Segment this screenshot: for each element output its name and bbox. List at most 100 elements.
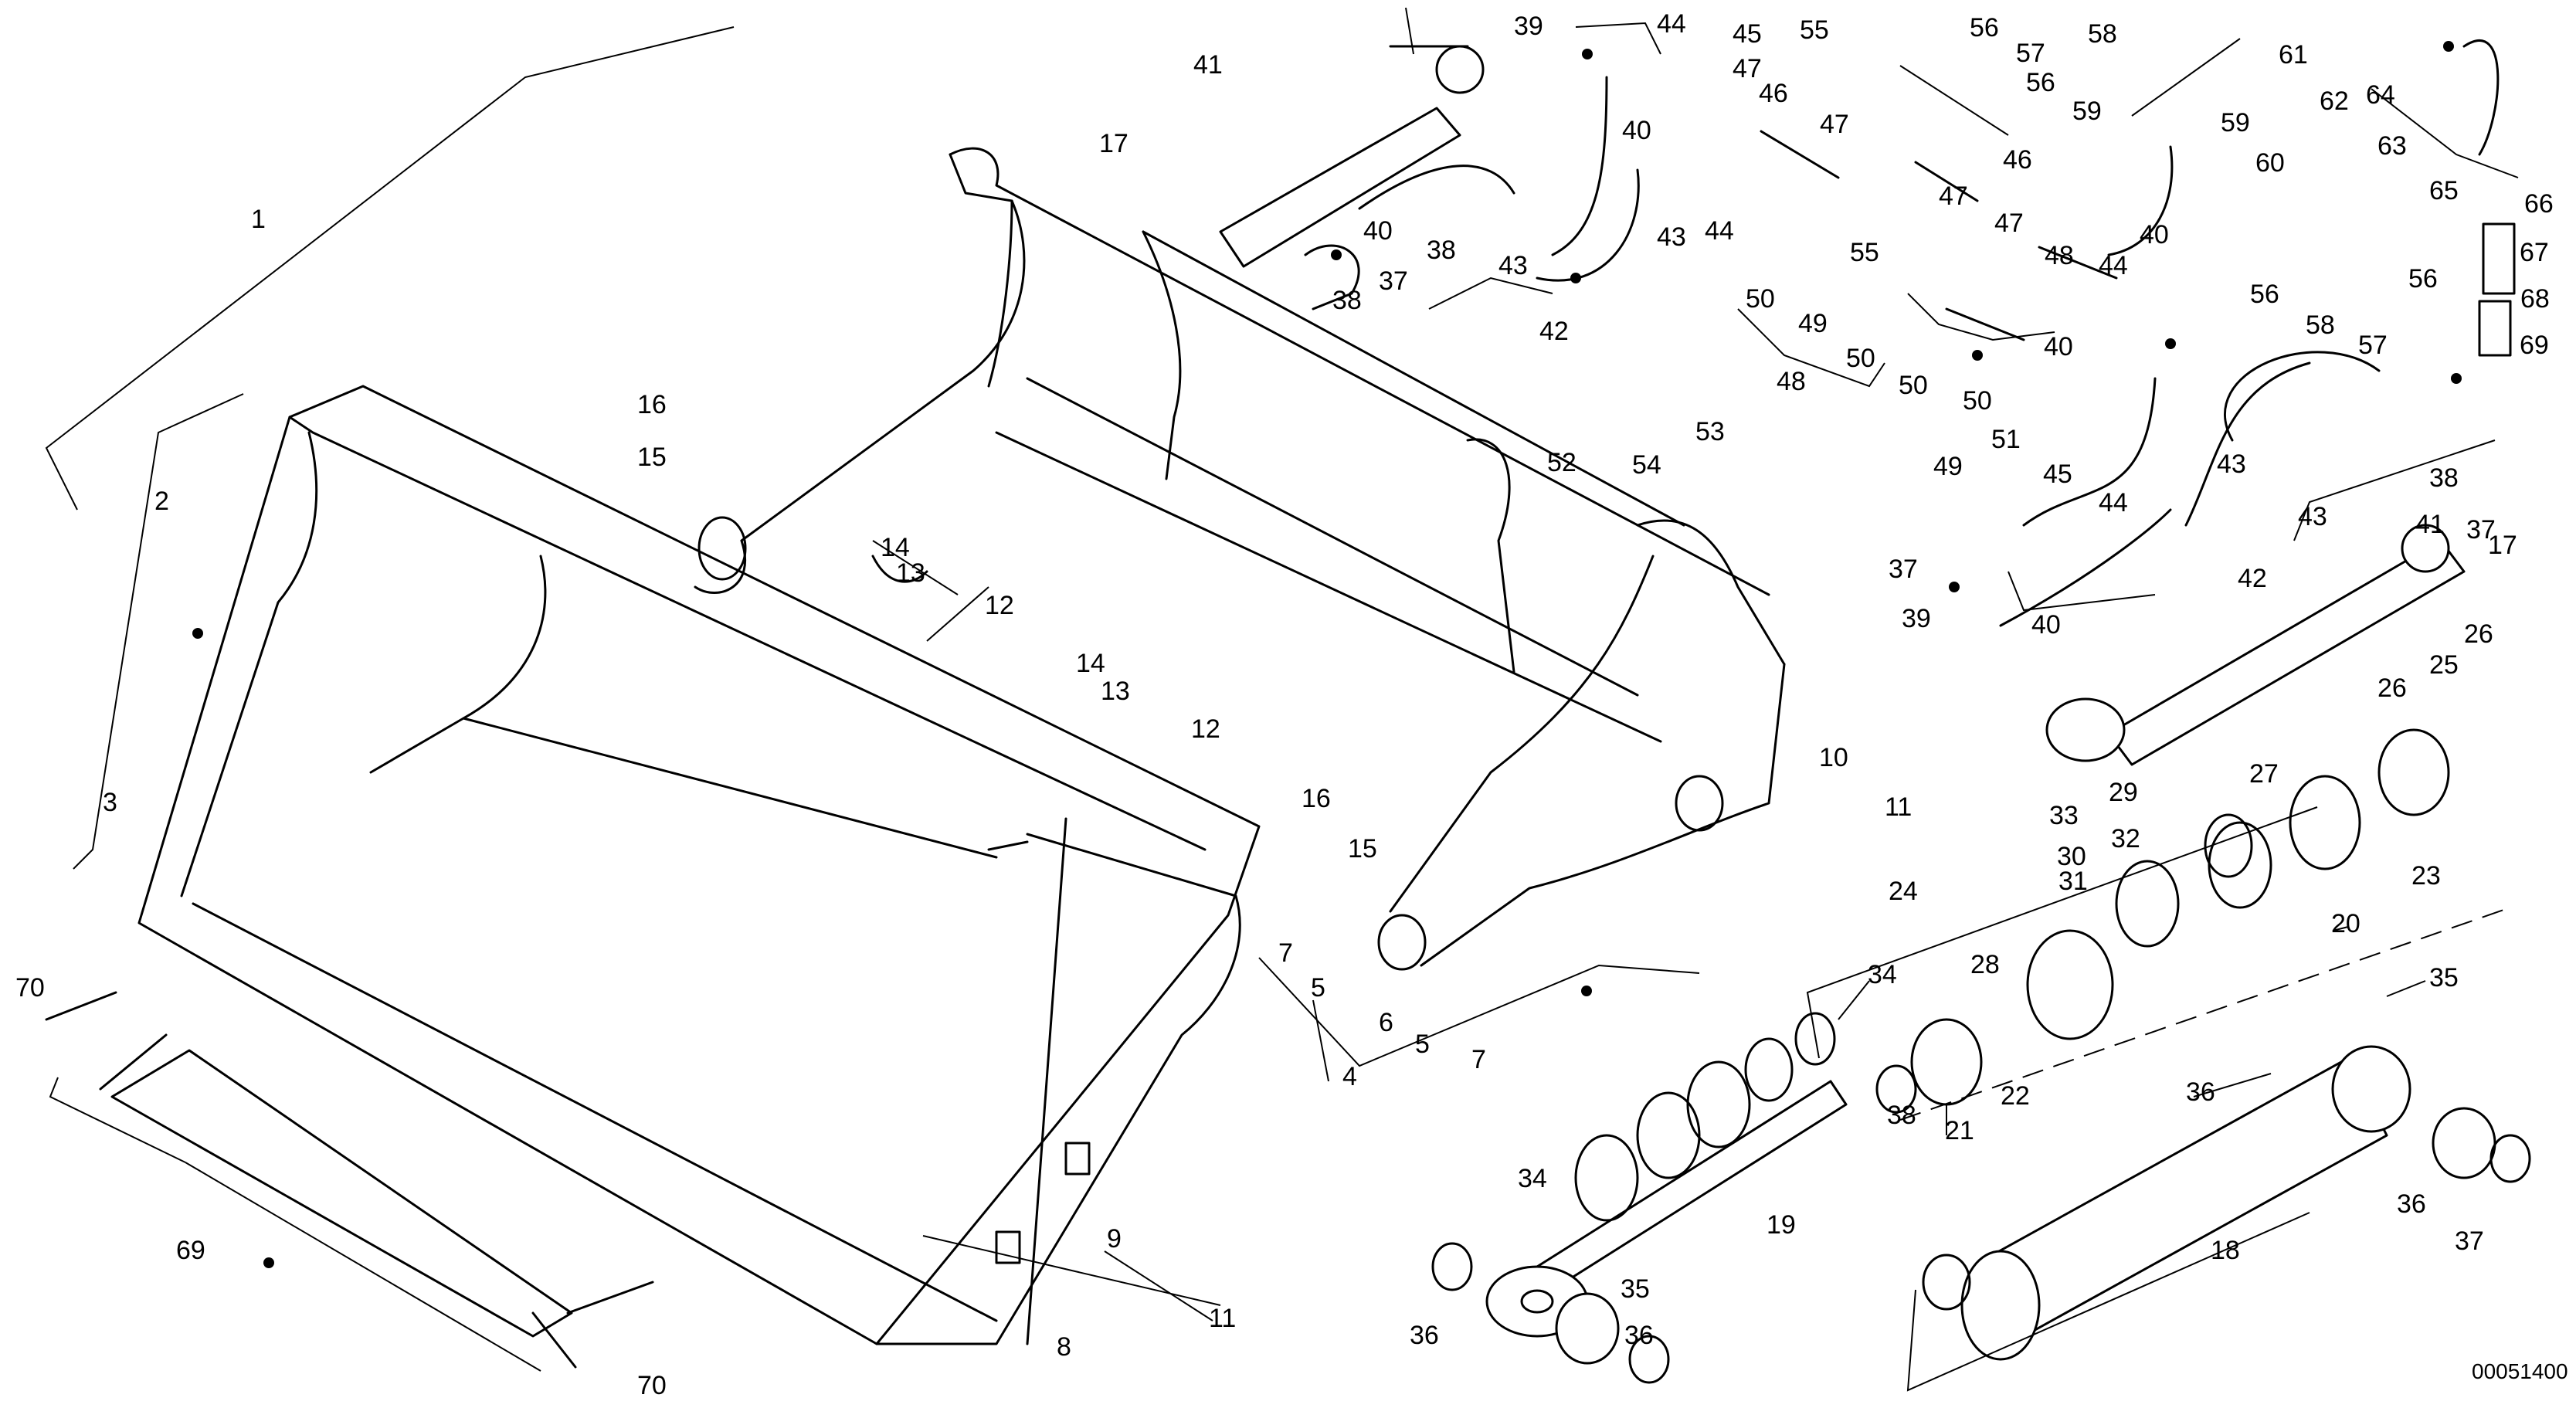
callout: 47	[1994, 209, 2024, 238]
callout: 35	[2429, 963, 2459, 992]
callout: 50	[1963, 386, 1992, 416]
callout: 38	[1332, 286, 1362, 315]
callout: 23	[2411, 861, 2441, 891]
callout: 57	[2358, 331, 2388, 360]
callout: 8	[1057, 1332, 1071, 1362]
callout: 18	[2211, 1236, 2240, 1265]
callout: 15	[637, 443, 667, 472]
callout: 61	[2279, 40, 2308, 70]
callout: 60	[2255, 148, 2285, 178]
callout: 11	[1885, 792, 1912, 822]
callout: 40	[2140, 220, 2169, 249]
callout: 69	[2520, 331, 2549, 360]
callout: 14	[1076, 649, 1105, 678]
callout: 58	[2306, 310, 2335, 340]
callout: 54	[1632, 450, 1661, 480]
callout: 22	[2001, 1081, 2030, 1111]
callout: 68	[2520, 284, 2550, 314]
callout: 56	[1970, 13, 1999, 42]
callout: 70	[15, 973, 45, 1003]
callout: 37	[1889, 555, 1918, 584]
callout: 30	[2057, 842, 2086, 871]
callout: 16	[637, 390, 667, 419]
callout: 58	[2088, 19, 2117, 49]
callout: 2	[154, 487, 169, 516]
callout: 64	[2366, 80, 2395, 110]
callout: 17	[2488, 531, 2517, 560]
callout: 13	[1101, 677, 1130, 706]
callout: 24	[1889, 877, 1918, 906]
callout: 39	[1514, 12, 1543, 41]
callout: 51	[1991, 425, 2021, 454]
callout: 32	[2111, 824, 2140, 853]
callout: 46	[2003, 145, 2032, 175]
callout: 47	[1733, 54, 1762, 83]
callout: 53	[1695, 417, 1725, 446]
callout: 62	[2320, 87, 2349, 116]
callout: 3	[103, 788, 117, 817]
callout: 38	[1427, 236, 1456, 265]
callout: 34	[1518, 1164, 1547, 1193]
callout: 36	[2397, 1189, 2426, 1219]
callout: 36	[1410, 1321, 1439, 1350]
callout: 31	[2058, 867, 2088, 896]
callout: 29	[2109, 778, 2138, 807]
callout: 56	[2250, 280, 2279, 309]
callout: 44	[1657, 9, 1686, 39]
callout: 33	[2049, 801, 2079, 830]
callout: 50	[1746, 284, 1775, 314]
callout: 42	[2238, 564, 2267, 593]
callout: 25	[2429, 650, 2459, 680]
callout: 50	[1846, 344, 1875, 373]
callout: 26	[2464, 619, 2493, 649]
callout: 28	[1970, 950, 2000, 979]
callout: 52	[1547, 448, 1576, 477]
callout: 13	[896, 558, 925, 588]
callout: 43	[1498, 251, 1528, 280]
callout: 39	[1902, 604, 1931, 633]
callout: 40	[2031, 610, 2061, 640]
callout: 43	[2217, 450, 2246, 479]
callout: 37	[1379, 266, 1408, 296]
callout: 49	[1933, 452, 1963, 481]
callout: 42	[1539, 317, 1569, 346]
callout: 49	[1798, 309, 1828, 338]
callout: 26	[2377, 673, 2407, 703]
callout: 12	[985, 591, 1014, 620]
callout: 40	[1622, 116, 1651, 145]
callout: 20	[2331, 909, 2360, 938]
callout: 21	[1945, 1116, 1974, 1145]
callout: 41	[1193, 50, 1223, 80]
piston-seals	[1431, 728, 2531, 1384]
callout: 59	[2221, 108, 2250, 137]
callout: 47	[1939, 182, 1968, 211]
callout: 45	[2043, 460, 2072, 489]
callout: 37	[2455, 1226, 2484, 1256]
callout: 35	[1621, 1274, 1650, 1304]
loader-arm-frame	[694, 147, 1786, 971]
callout: 40	[1363, 216, 1393, 246]
callout: 65	[2429, 176, 2459, 205]
callout: 17	[1099, 129, 1128, 158]
callout: 44	[1705, 216, 1734, 246]
callout: 27	[2249, 759, 2279, 789]
callout: 48	[1777, 367, 1806, 396]
callout: 57	[2016, 39, 2045, 68]
cylinder-barrel-18	[1960, 1045, 2411, 1361]
callout: 16	[1302, 784, 1331, 813]
callout: 43	[1657, 222, 1686, 252]
callout: 55	[1850, 238, 1879, 267]
bucket-drawing	[137, 385, 1261, 1345]
callout: 34	[1868, 960, 1897, 989]
callout: 43	[2298, 502, 2327, 531]
callout: 48	[2045, 241, 2074, 270]
callout: 41	[2415, 510, 2445, 539]
callout: 9	[1107, 1224, 1122, 1254]
callout: 19	[1767, 1210, 1796, 1240]
callout: 55	[1800, 15, 1829, 45]
callout: 36	[1624, 1321, 1654, 1350]
callout: 11	[1209, 1304, 1236, 1333]
callout: 1	[251, 205, 266, 234]
callout: 5	[1311, 973, 1325, 1003]
